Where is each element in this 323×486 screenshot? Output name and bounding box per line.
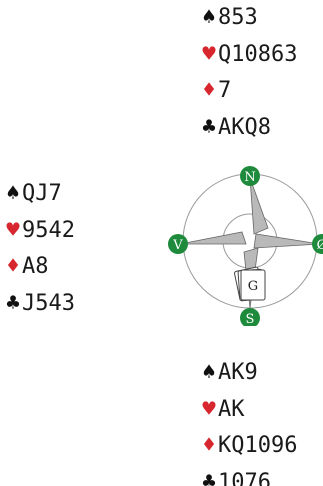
north-seat-label: N: [244, 170, 255, 185]
south-spades-row: ♠AK9: [200, 355, 297, 392]
north-hearts-row: ♥Q10863: [200, 37, 297, 74]
west-arrow: [179, 231, 247, 245]
north-spades-cards: 853: [218, 5, 258, 30]
west-diamonds-cards: A8: [22, 254, 49, 279]
south-seat-label: S: [246, 312, 255, 326]
south-diamonds-cards: KQ1096: [218, 433, 298, 458]
diamond-icon: ♦: [202, 433, 216, 458]
west-seat-label: V: [172, 238, 183, 253]
west-spades-row: ♠QJ7: [4, 176, 75, 213]
diamond-icon: ♦: [202, 78, 216, 103]
south-hearts-cards: AK: [218, 396, 245, 422]
north-arrow: [249, 177, 269, 235]
spade-icon: ♠: [6, 181, 20, 206]
diamond-icon: ♦: [6, 254, 20, 279]
east-arrow: [253, 233, 321, 249]
north-hand: ♠853 ♥Q10863 ♦7 ♣AKQ8: [200, 0, 297, 146]
south-seat-marker: S: [240, 308, 260, 326]
spade-icon: ♠: [202, 5, 216, 30]
heart-icon: ♥: [202, 396, 216, 422]
west-seat-marker: V: [168, 234, 188, 254]
south-spades-cards: AK9: [218, 360, 258, 385]
club-icon: ♣: [6, 290, 20, 316]
west-hearts-cards: 9542: [22, 217, 75, 243]
dealer-card-label: G: [248, 279, 258, 294]
compass-rose: G N V Ø S: [168, 166, 323, 326]
club-icon: ♣: [202, 114, 216, 140]
north-diamonds-cards: 7: [218, 78, 232, 103]
east-seat-label: Ø: [317, 238, 323, 253]
north-hearts-cards: Q10863: [218, 41, 298, 67]
west-spades-cards: QJ7: [22, 181, 62, 206]
heart-icon: ♥: [202, 41, 216, 67]
west-clubs-cards: J543: [22, 290, 75, 316]
west-clubs-row: ♣J543: [4, 286, 75, 323]
dealer-card-stack: G: [234, 266, 266, 302]
west-diamonds-row: ♦A8: [4, 249, 75, 286]
north-clubs-cards: AKQ8: [218, 114, 271, 140]
north-diamonds-row: ♦7: [200, 73, 297, 110]
north-clubs-row: ♣AKQ8: [200, 110, 297, 147]
east-seat-marker: Ø: [312, 234, 323, 254]
heart-icon: ♥: [6, 217, 20, 243]
south-clubs-cards: 1076: [218, 469, 271, 486]
spade-icon: ♠: [202, 360, 216, 385]
north-spades-row: ♠853: [200, 0, 297, 37]
south-hand: ♠AK9 ♥AK ♦KQ1096 ♣1076: [200, 355, 297, 486]
west-hand: ♠QJ7 ♥9542 ♦A8 ♣J543: [4, 176, 75, 322]
south-hearts-row: ♥AK: [200, 392, 297, 429]
south-diamonds-row: ♦KQ1096: [200, 428, 297, 465]
west-hearts-row: ♥9542: [4, 213, 75, 250]
club-icon: ♣: [202, 469, 216, 486]
south-clubs-row: ♣1076: [200, 465, 297, 486]
north-seat-marker: N: [240, 166, 260, 186]
